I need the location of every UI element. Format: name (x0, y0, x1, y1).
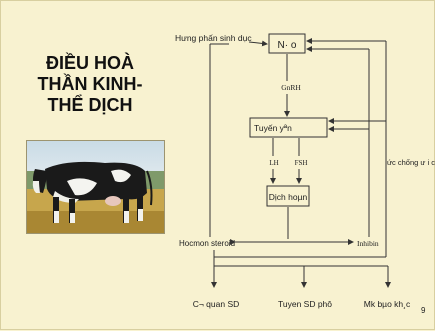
gnrh-label: GnRH (281, 83, 301, 92)
page-number: 9 (421, 306, 426, 315)
brain-box-label: N· o (278, 40, 297, 51)
pituitary-box-label: Tuyến yªn (254, 123, 292, 133)
gonad-box (266, 185, 310, 207)
brain-box (268, 33, 306, 54)
title-line-2: THẦN KINH- (37, 74, 143, 94)
target-3-label: Mk bµo kh¸c (364, 299, 411, 309)
stimulus-arrow (248, 40, 268, 47)
target-2-label: Tuyen SD phô (278, 299, 332, 309)
fsh-label: FSH (295, 159, 308, 167)
feedback-label: ức chống ư i c (387, 158, 435, 167)
target-1-label: C¬ quan SD (193, 299, 240, 309)
cow-photo (26, 140, 165, 234)
cow-illustration (27, 141, 164, 233)
title-line-1: ĐIỀU HOÀ (45, 53, 134, 73)
lh-label: LH (269, 159, 278, 167)
inhibin-label: Inhibin (357, 239, 379, 248)
pituitary-box (249, 117, 328, 138)
gonad-box-label: Dịch hoµn (269, 192, 308, 202)
title-line-3: THỂ DỊCH (47, 95, 133, 115)
stimulus-label: Hưng phấn sinh dục (175, 33, 252, 43)
slide-title: ĐIỀU HOÀ THẦN KINH- THỂ DỊCH (15, 53, 165, 116)
steroid-label: Hocmon steroid (179, 239, 235, 248)
